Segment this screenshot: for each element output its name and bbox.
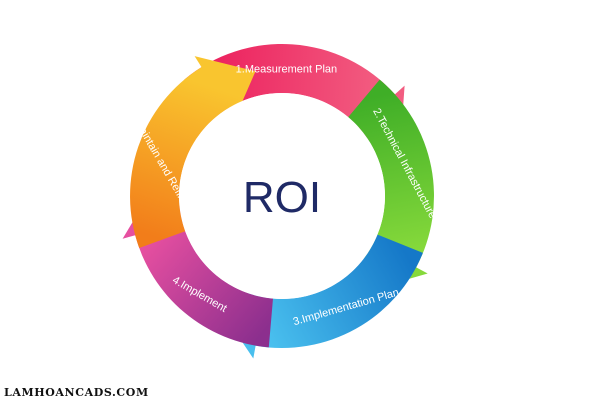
cycle-arrow-step-5 bbox=[130, 56, 256, 248]
step-label-1: 1.Measurement Plan bbox=[236, 64, 338, 76]
cycle-arrow-step-2 bbox=[348, 79, 434, 291]
watermark-text: LAMHOANCADS.COM bbox=[4, 386, 149, 399]
center-circle bbox=[179, 93, 385, 299]
cycle-arrows bbox=[122, 44, 434, 359]
center-label: ROI bbox=[243, 173, 321, 222]
